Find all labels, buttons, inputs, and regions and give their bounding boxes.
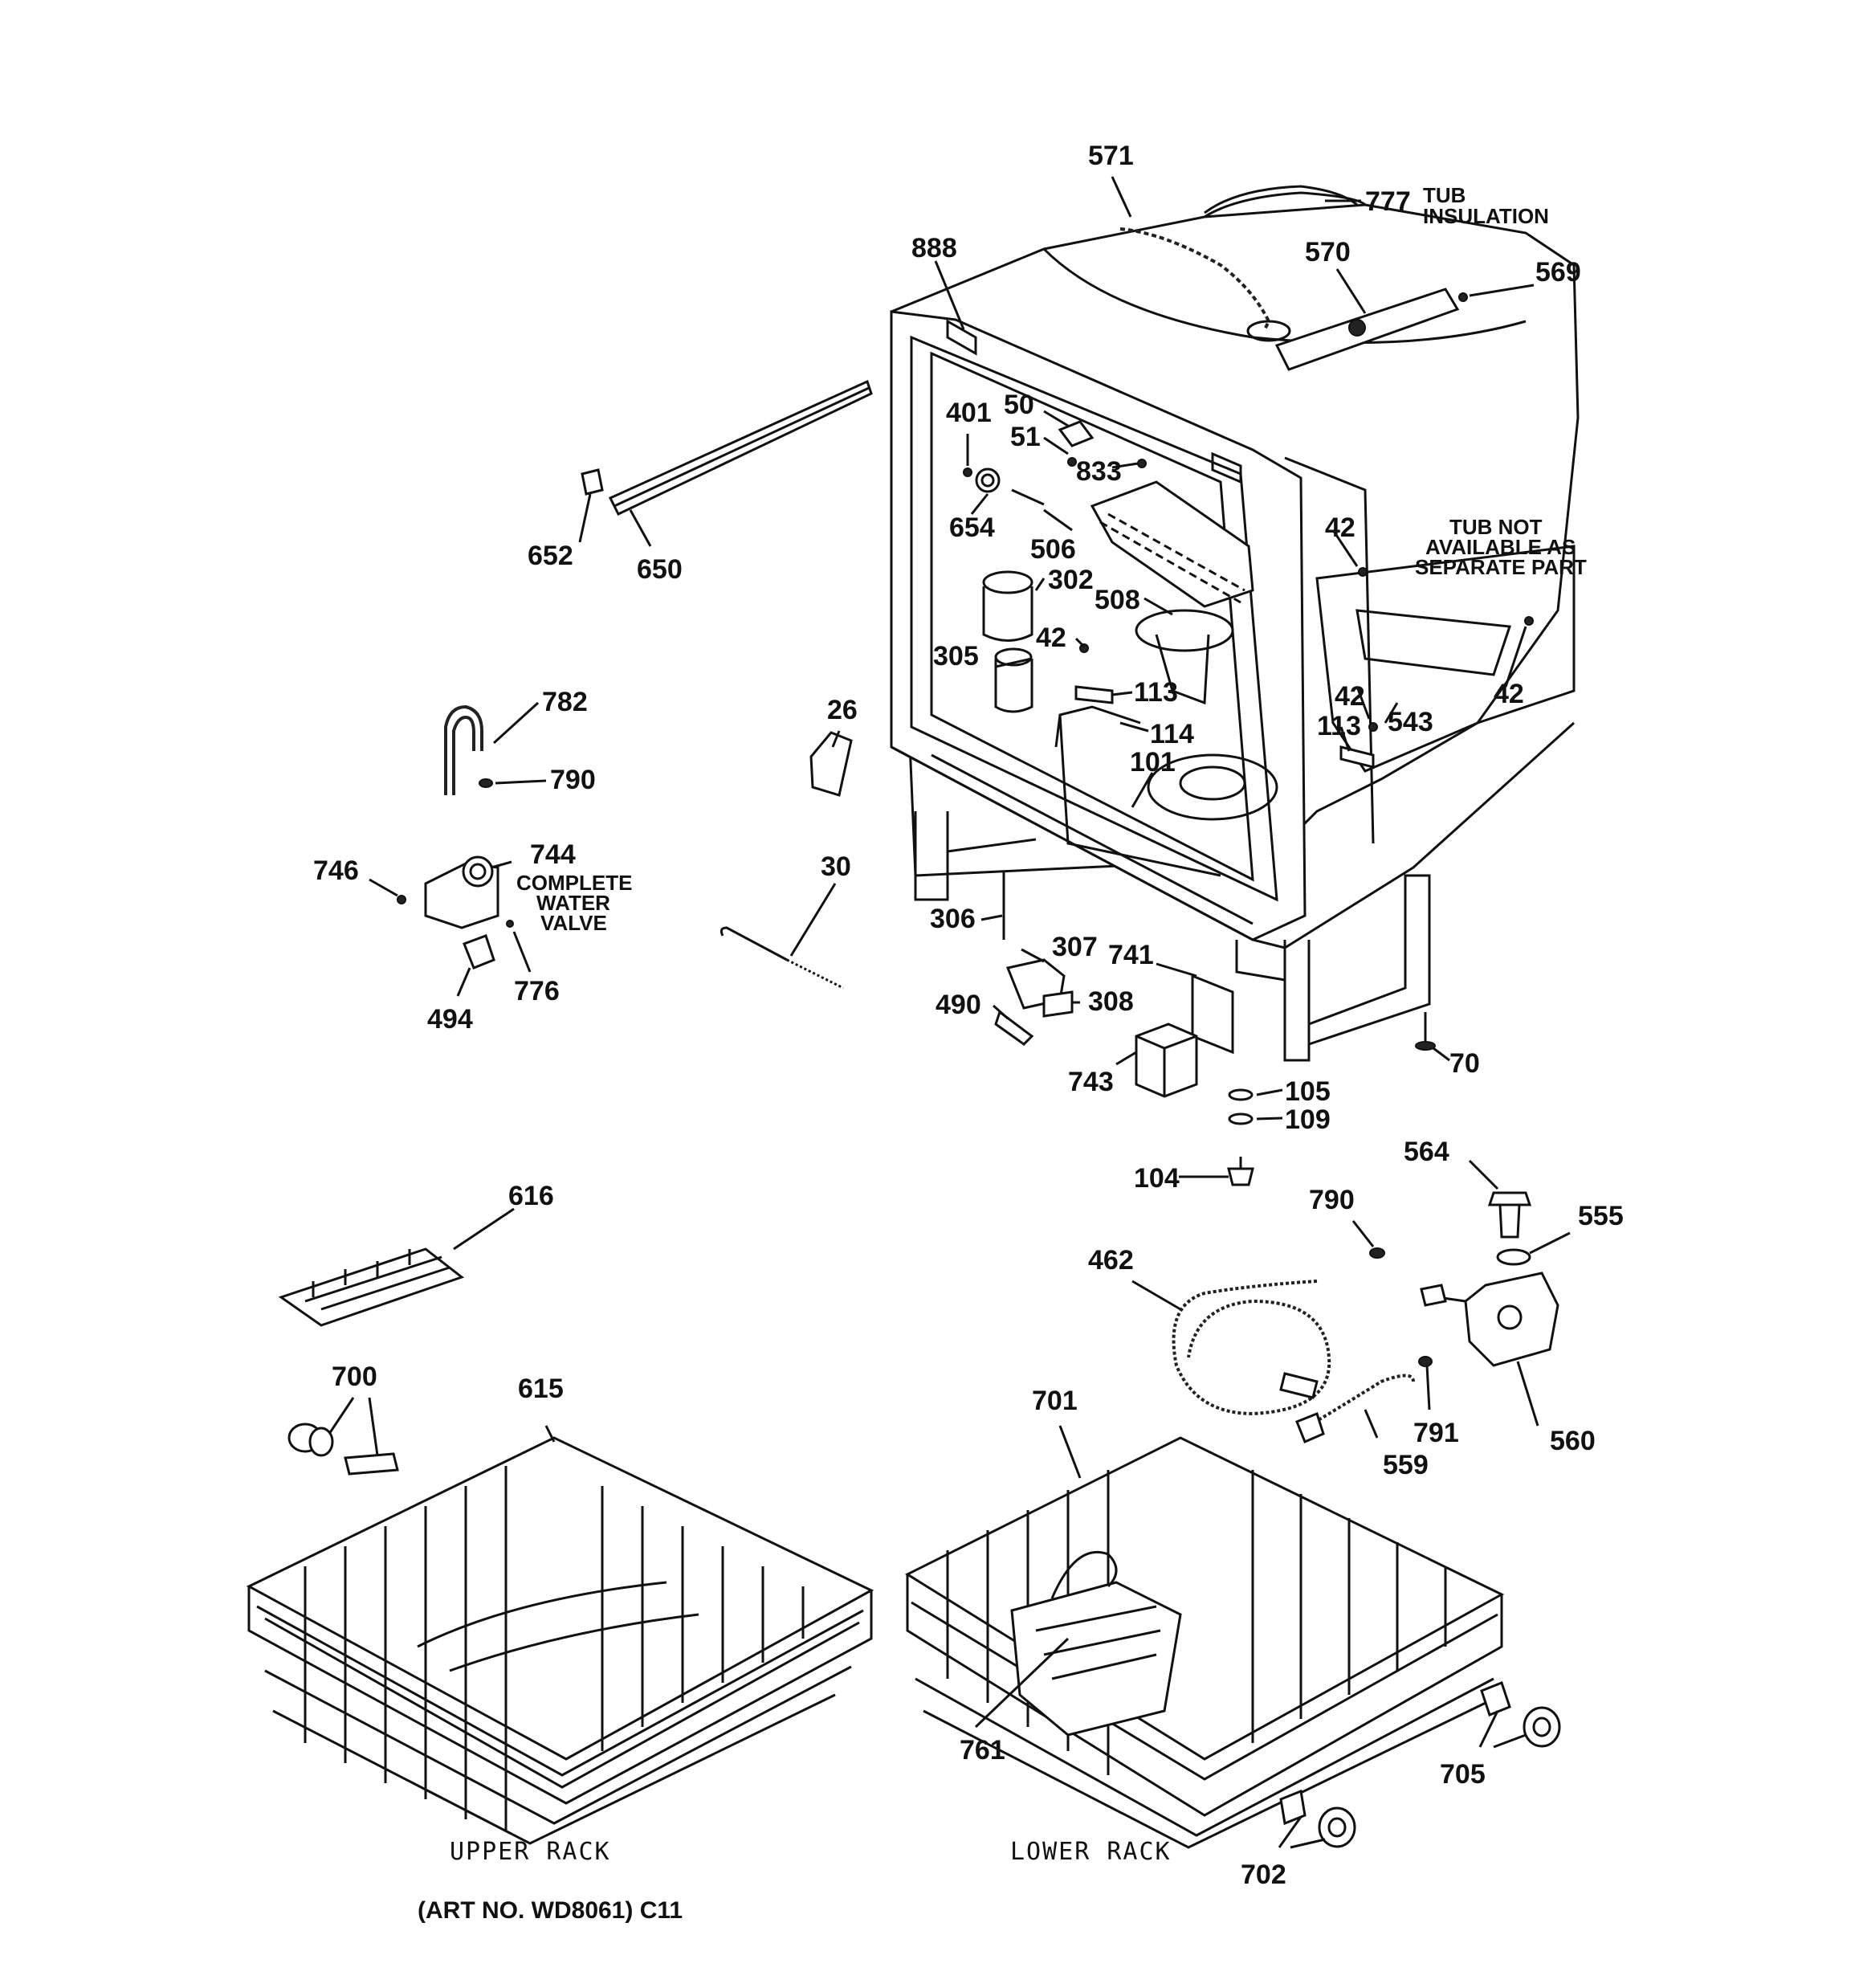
callout-labels: 571 777 888 570 569 401 50 51 833 652 65… [313, 141, 1624, 1890]
callout-564: 564 [1404, 1137, 1449, 1167]
note-valve-line2: WATER [536, 891, 610, 915]
callout-777: 777 [1365, 186, 1411, 217]
callout-654: 654 [949, 512, 995, 543]
callout-776: 776 [514, 976, 560, 1006]
callout-791: 791 [1413, 1418, 1459, 1448]
captions: UPPER RACK LOWER RACK (ART NO. WD8061) C… [418, 1838, 1172, 1924]
tub-assembly [890, 185, 1580, 1062]
callout-50: 50 [1004, 390, 1034, 420]
callout-70: 70 [1449, 1048, 1480, 1079]
note-tub-not-line2: AVAILABLE AS [1425, 535, 1576, 559]
upper-rack [246, 1247, 874, 1845]
middle-parts [994, 958, 1254, 1186]
callout-104: 104 [1134, 1163, 1180, 1194]
note-tub-insulation-line2: INSULATION [1423, 204, 1549, 228]
callout-42-b: 42 [1325, 512, 1355, 543]
leader-lines [328, 176, 1571, 1849]
callout-307: 307 [1052, 932, 1098, 962]
callout-305: 305 [933, 641, 979, 672]
callout-700: 700 [332, 1361, 377, 1392]
callout-743: 743 [1068, 1067, 1114, 1097]
callout-105: 105 [1285, 1076, 1331, 1107]
callout-508: 508 [1095, 585, 1140, 615]
note-tub-not-line1: TUB NOT [1449, 515, 1543, 539]
callout-833: 833 [1076, 456, 1122, 487]
callout-42-d: 42 [1494, 679, 1524, 709]
callout-570: 570 [1305, 237, 1351, 267]
callout-113-b: 113 [1317, 711, 1361, 741]
callout-746: 746 [313, 855, 359, 886]
note-valve-line1: COMPLETE [516, 871, 632, 895]
note-tub-not-line3: SEPARATE PART [1415, 555, 1587, 579]
callout-101: 101 [1130, 747, 1176, 778]
caption-lower-rack: LOWER RACK [1010, 1838, 1172, 1866]
callout-490: 490 [936, 990, 981, 1020]
pump-parts [1172, 1191, 1559, 1443]
callout-26: 26 [827, 695, 858, 725]
callout-30: 30 [821, 851, 851, 882]
callout-494: 494 [427, 1004, 473, 1035]
callout-744: 744 [530, 839, 576, 870]
callout-302: 302 [1048, 565, 1094, 595]
callout-705: 705 [1440, 1759, 1486, 1790]
callout-741: 741 [1108, 940, 1154, 970]
callout-702: 702 [1241, 1859, 1286, 1890]
note-tub-insulation-line1: TUB [1423, 183, 1466, 207]
callout-652: 652 [528, 541, 573, 571]
callout-559: 559 [1383, 1450, 1429, 1480]
callout-543: 543 [1388, 707, 1433, 737]
callout-113-a: 113 [1134, 677, 1178, 708]
callout-462: 462 [1088, 1245, 1134, 1276]
callout-42-a: 42 [1036, 623, 1066, 653]
callout-306: 306 [930, 904, 976, 934]
callout-109: 109 [1285, 1104, 1331, 1135]
callout-51: 51 [1010, 422, 1041, 452]
callout-560: 560 [1550, 1426, 1596, 1456]
callout-506: 506 [1030, 534, 1076, 565]
callout-308: 308 [1088, 986, 1134, 1017]
callout-571: 571 [1088, 141, 1134, 171]
callout-42-c: 42 [1335, 681, 1365, 712]
callout-790-b: 790 [1309, 1185, 1355, 1215]
callout-616: 616 [508, 1181, 554, 1211]
callout-650: 650 [637, 554, 683, 585]
left-parts [397, 379, 873, 990]
callout-615: 615 [518, 1374, 564, 1404]
notes: TUB INSULATION TUB NOT AVAILABLE AS SEPA… [516, 183, 1587, 935]
lower-rack [904, 1436, 1561, 1849]
callout-555: 555 [1578, 1201, 1624, 1231]
caption-art-number: (ART NO. WD8061) C11 [418, 1897, 683, 1924]
callout-401: 401 [946, 398, 992, 428]
callout-114: 114 [1150, 719, 1194, 749]
callout-701: 701 [1032, 1386, 1078, 1416]
callout-569: 569 [1535, 257, 1581, 288]
callout-761: 761 [960, 1735, 1005, 1766]
callout-782: 782 [542, 687, 588, 717]
caption-upper-rack: UPPER RACK [450, 1838, 611, 1866]
callout-790-a: 790 [550, 765, 596, 795]
callout-888: 888 [911, 233, 957, 263]
note-valve-line3: VALVE [540, 911, 607, 935]
